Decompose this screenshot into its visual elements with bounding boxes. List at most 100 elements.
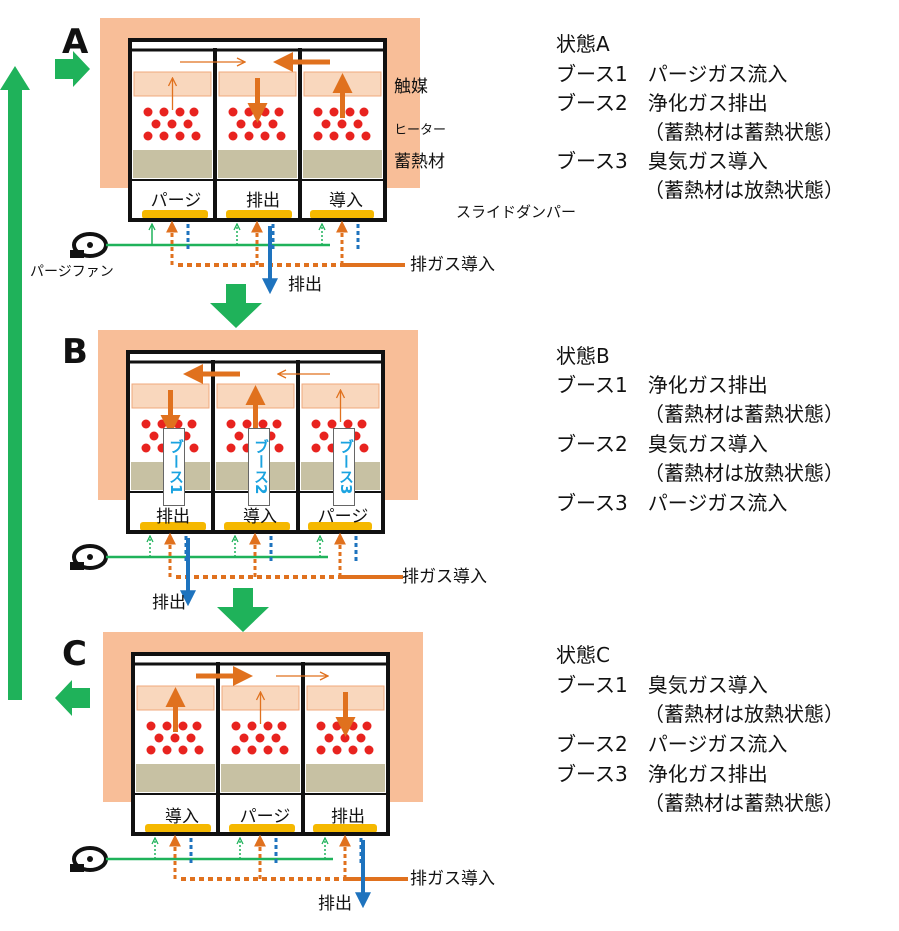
exhaust-gas-in-a: 排ガス導入	[410, 255, 495, 275]
state-b-unit	[70, 330, 418, 607]
heat-storage-layer	[133, 150, 212, 178]
heater-dot	[332, 745, 342, 755]
heater-dot	[226, 443, 236, 453]
heater-dot	[191, 131, 201, 141]
role-b-3: パージ	[317, 507, 369, 527]
slide-damper	[310, 210, 374, 219]
heater-dot	[337, 119, 347, 129]
heater-dot	[345, 131, 355, 141]
heater-dot	[345, 107, 355, 117]
heater-dot	[274, 107, 284, 117]
heater-dot	[258, 419, 268, 429]
heater-dot	[234, 431, 244, 441]
state-letter-a: A	[62, 22, 89, 62]
state-b-line-4: （蓄熱材は放熱状態）	[644, 461, 844, 485]
state-letter-c: C	[62, 634, 87, 674]
unit-frame	[131, 652, 390, 836]
exhaust-gas-in-c: 排ガス導入	[410, 869, 495, 889]
heat-storage-layer	[306, 764, 385, 792]
heater-dot	[327, 419, 337, 429]
booth-label-1: ブース1	[163, 428, 185, 506]
state-a-line-3: （蓄熱材は蓄熱状態）	[644, 120, 844, 144]
heater-dot	[348, 721, 358, 731]
heater-dot	[332, 721, 342, 731]
purge-fan-hub	[87, 554, 93, 560]
heater-dot	[231, 745, 241, 755]
purge-fan-base	[70, 864, 84, 872]
heater-dot	[151, 119, 161, 129]
booth-label-3: ブース3	[333, 428, 355, 506]
cycle-arrow	[0, 51, 90, 716]
heater-dot	[189, 107, 199, 117]
heater-dot	[272, 419, 282, 429]
slide-damper	[226, 210, 292, 219]
heater-dot	[175, 131, 185, 141]
state-letter-b: B	[62, 332, 88, 372]
heater-dot	[228, 131, 238, 141]
heater-dot	[263, 721, 273, 731]
heat-storage-layer	[221, 764, 300, 792]
heater-dot	[154, 733, 164, 743]
heater-dot	[271, 733, 281, 743]
heater-dot	[364, 745, 374, 755]
heater-dot	[178, 721, 188, 731]
slide-damper	[224, 522, 290, 531]
state-c-line-2: （蓄熱材は放熱状態）	[644, 702, 844, 726]
role-b-2: 導入	[243, 507, 277, 527]
heater-label: ヒーター	[394, 123, 447, 138]
heater-dot	[159, 131, 169, 141]
heater-dot	[362, 721, 372, 731]
purge-fan-hub	[87, 242, 93, 248]
heater-dot	[244, 107, 254, 117]
heater-dot	[311, 419, 321, 429]
purge-fan-base	[70, 562, 84, 570]
heater-dot	[274, 443, 284, 453]
heat-storage-layer	[218, 150, 297, 178]
heater-dot	[141, 443, 151, 453]
heater-dot	[187, 419, 197, 429]
heater-dot	[311, 443, 321, 453]
heater-dot	[186, 733, 196, 743]
state-c-title: 状態C	[556, 643, 610, 667]
heater-dot	[268, 119, 278, 129]
heater-dot	[228, 107, 238, 117]
heater-dot	[329, 131, 339, 141]
role-c-3: 排出	[331, 807, 365, 827]
heater-dot	[231, 721, 241, 731]
heater-dot	[175, 107, 185, 117]
heater-dot	[242, 419, 252, 429]
heat-storage-layer	[136, 764, 215, 792]
heater-dot	[359, 107, 369, 117]
heater-dot	[321, 119, 331, 129]
heater-dot	[316, 721, 326, 731]
slide-damper	[140, 522, 206, 531]
heater-dot	[247, 721, 257, 731]
role-b-1: 排出	[156, 507, 190, 527]
heater-dot	[353, 119, 363, 129]
heater-dot	[348, 745, 358, 755]
heater-dot	[316, 745, 326, 755]
discharge-c: 排出	[318, 894, 352, 914]
heater-dot	[143, 131, 153, 141]
discharge-b: 排出	[152, 593, 186, 613]
heater-dot	[247, 745, 257, 755]
state-a-line-5: （蓄熱材は放熱状態）	[644, 178, 844, 202]
heater-dot	[239, 733, 249, 743]
purge-fan-label: パージファン	[30, 264, 114, 280]
heater-dot	[194, 745, 204, 755]
role-c-2: パージ	[239, 807, 291, 827]
heater-dot	[170, 733, 180, 743]
state-a-title: 状態A	[556, 32, 610, 56]
heater-dot	[343, 419, 353, 429]
heater-dot	[276, 131, 286, 141]
heater-dot	[167, 119, 177, 129]
heater-dot	[357, 419, 367, 429]
heater-dot	[244, 131, 254, 141]
